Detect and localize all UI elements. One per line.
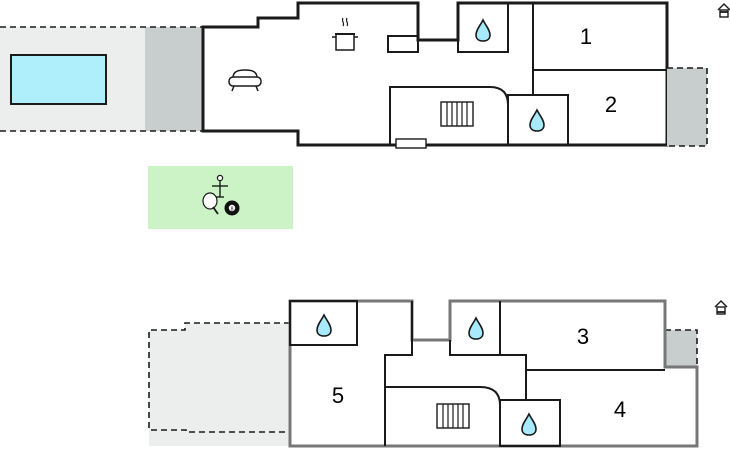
lower-outer-wall [288,299,699,448]
water-drop-icon [468,317,484,340]
room-number-4: 4 [614,397,626,422]
room-number-2: 2 [605,92,617,117]
games-area: 8 [148,166,293,229]
water-drop-icon [316,314,332,337]
water-drop-icon [475,19,491,42]
water-drop-icon [529,109,545,132]
water-drop-icon [521,413,537,436]
stairs-icon [440,101,474,127]
house-upper-floor-icon [717,3,730,18]
sofa-icon [228,69,262,92]
cooking-pot-icon [332,17,358,51]
room-number-5: 5 [332,383,344,408]
lower-interior-walls [289,300,665,447]
room-number-1: 1 [580,24,592,49]
grey-area-west [145,27,203,131]
upper-outer-wall [201,1,669,147]
door-threshold [395,138,427,149]
grey-area-lower-west [149,323,290,446]
stairs-icon [436,403,470,429]
pool-terrace [0,26,203,132]
table-football-pingpong-billiard-icon: 8 [202,174,240,216]
svg-text:8: 8 [230,206,233,212]
grey-area-east [667,68,707,146]
grey-area-lower-east [665,330,697,367]
upper-interior-walls [387,3,667,149]
pool [10,54,107,105]
upper-floor: 1 2 [0,1,730,149]
lower-floor: 3 4 5 [148,299,728,448]
room-number-3: 3 [577,324,589,349]
house-ground-floor-icon [714,300,728,315]
